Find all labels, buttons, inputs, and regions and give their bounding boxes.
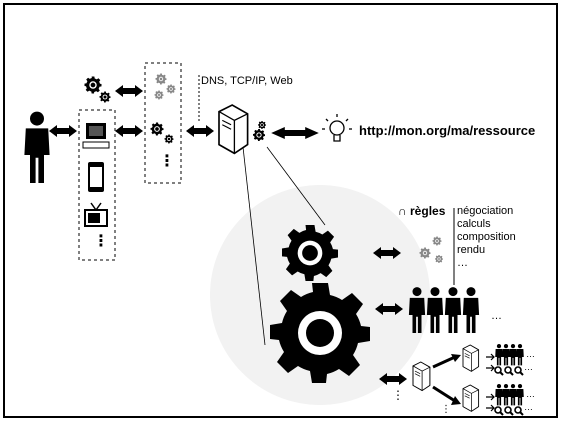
magnifier-ellipsis: … xyxy=(524,402,533,412)
protocols-label: DNS, TCP/IP, Web xyxy=(201,75,293,87)
resource-url: http://mon.org/ma/ressource xyxy=(359,123,536,138)
arrow-gears-server xyxy=(186,125,214,137)
gear-icon xyxy=(155,73,167,85)
server-icon xyxy=(462,384,480,412)
arrow-server-resource xyxy=(271,127,319,139)
arrow-devices-gears xyxy=(115,125,143,137)
gear-icon xyxy=(253,129,265,141)
servers-vdots: ⋮ xyxy=(392,388,404,402)
gear-icon xyxy=(164,134,174,144)
rules-item: composition xyxy=(457,231,516,243)
gear-icon xyxy=(154,90,164,100)
small-people-ellipsis: … xyxy=(526,349,535,359)
projection-line xyxy=(266,146,326,226)
magnifier-group xyxy=(494,366,524,376)
diagram-frame: DNS, TCP/IP, Web http://mon.org/ma/resso… xyxy=(3,3,558,418)
people-ellipsis: … xyxy=(491,310,502,322)
magnifier-group xyxy=(494,406,524,416)
small-vdots: ⋮ xyxy=(441,404,451,415)
tv-icon xyxy=(84,202,108,227)
rules-item: rendu xyxy=(457,244,486,256)
person-icon xyxy=(444,287,462,333)
rules-item: calculs xyxy=(457,218,491,230)
small-people-ellipsis: … xyxy=(526,389,535,399)
gear-icon xyxy=(258,121,266,129)
gear-icon xyxy=(150,122,164,136)
gear-icon xyxy=(432,236,442,246)
diagram-canvas xyxy=(24,62,524,416)
arrow-server-link xyxy=(432,385,456,403)
magnifier-ellipsis: … xyxy=(524,362,533,372)
server-icon xyxy=(462,344,480,372)
server-icon xyxy=(218,104,249,155)
arrow-gears-top xyxy=(115,85,143,97)
people-group xyxy=(408,287,480,333)
rules-item: négociation xyxy=(457,205,514,217)
server-icon xyxy=(412,361,431,392)
arrow-user-devices xyxy=(49,125,77,137)
gear-icon xyxy=(166,84,176,94)
rules-title: ∩ règles xyxy=(398,204,446,218)
devices-vdots: ⋮ xyxy=(93,233,109,250)
lightbulb-icon xyxy=(322,114,352,142)
devices-box xyxy=(78,109,116,261)
small-people-group xyxy=(495,383,524,406)
person-icon xyxy=(462,287,480,333)
rules-item: … xyxy=(457,257,468,269)
small-people-group xyxy=(495,343,524,366)
computer-icon xyxy=(82,123,110,149)
gears-vdots: ⋮ xyxy=(159,153,175,170)
arrow-server-link xyxy=(432,355,456,369)
projection-line xyxy=(242,146,266,346)
gears-box xyxy=(144,62,182,184)
user-person-icon xyxy=(24,111,50,183)
rules-list: négociation calculs composition rendu … xyxy=(457,205,516,270)
gear-icon xyxy=(419,247,431,259)
gear-icon xyxy=(84,76,102,94)
large-gear-icon xyxy=(282,225,338,281)
phone-icon xyxy=(88,162,104,192)
gear-icon xyxy=(99,91,111,103)
gear-icon xyxy=(435,255,443,263)
large-gear-icon xyxy=(270,283,370,383)
